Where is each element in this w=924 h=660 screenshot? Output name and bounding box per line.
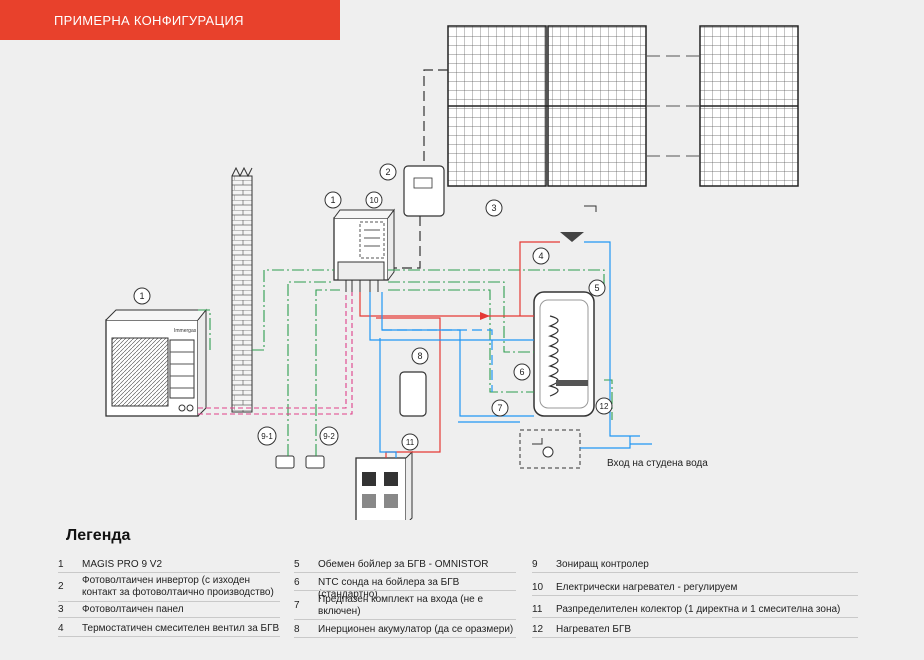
callout-7-label: 7 <box>497 403 502 413</box>
legend-item-text: Нагревател БГВ <box>556 624 632 635</box>
callout-11: 11 <box>401 433 419 451</box>
safety-kit <box>519 429 581 469</box>
zone-controller-1 <box>275 455 295 469</box>
page-header: ПРИМЕРНА КОНФИГУРАЦИЯ <box>0 0 340 40</box>
callout-11-label: 11 <box>406 438 415 447</box>
legend-item-number: 6 <box>294 577 300 588</box>
legend-item-number: 9 <box>532 559 538 570</box>
legend-item: 11 Разпределителен колектор (1 директна и… <box>532 604 858 618</box>
system-diagram: Immergas <box>105 25 799 520</box>
legend-item-number: 2 <box>58 581 64 592</box>
outdoor-unit: Immergas <box>105 308 208 417</box>
callout-1a-label: 1 <box>139 291 144 301</box>
callout-1b: 1 <box>324 191 342 209</box>
callout-10-label: 10 <box>370 196 379 205</box>
legend-item-text: Термостатичен смесителен вентил за БГВ <box>82 623 280 634</box>
legend-item-text: Електрически нагревател - регулируем <box>556 582 738 593</box>
callout-9-2: 9-2 <box>319 426 339 446</box>
legend-item-text: Зониращ контролер <box>556 559 649 570</box>
legend-item-number: 4 <box>58 623 64 634</box>
callout-4: 4 <box>532 247 550 265</box>
legend-item: 1 MAGIS PRO 9 V2 <box>58 559 280 573</box>
dhw-boiler <box>533 291 595 417</box>
legend-item: 10 Електрически нагревател - регулируем <box>532 582 858 596</box>
legend-item-text: Инерционен акумулатор (да се оразмери) <box>318 624 514 635</box>
legend-item-number: 10 <box>532 582 544 593</box>
callout-1a: 1 <box>133 287 151 305</box>
callout-10: 10 <box>365 191 383 209</box>
legend-item-number: 8 <box>294 624 300 635</box>
callout-9-1: 9-1 <box>257 426 277 446</box>
unit-brand: Immergas <box>174 328 197 334</box>
callout-2-label: 2 <box>385 167 390 177</box>
callout-7: 7 <box>491 399 509 417</box>
legend-title: Легенда <box>66 527 131 544</box>
callout-8: 8 <box>411 347 429 365</box>
legend-item-text: NTC сонда на бойлера за БГВ (стандартно) <box>318 577 460 600</box>
pv-panel-array <box>447 25 799 187</box>
legend-item-text: Обемен бойлер за БГВ - OMNISTOR <box>318 559 489 570</box>
legend-item-number: 1 <box>58 559 64 570</box>
cold-water-inlet-label: Вход на студена вода <box>607 458 708 469</box>
callout-3-label: 3 <box>491 203 496 213</box>
callout-12-label: 12 <box>600 402 609 411</box>
callout-3: 3 <box>485 199 503 217</box>
legend-item-number: 11 <box>532 604 543 615</box>
legend-item: 4 Термостатичен смесителен вентил за БГВ <box>58 623 280 637</box>
callout-6: 6 <box>513 363 531 381</box>
legend-item: 12 Нагревател БГВ <box>532 624 858 638</box>
legend-item-number: 7 <box>294 600 300 611</box>
legend-item-text: Фотоволтаичен инвертор (с изходен контак… <box>82 575 274 598</box>
legend-item-text: Предпазен комплект на входа (не е включе… <box>318 594 484 617</box>
legend-item-number: 3 <box>58 604 64 615</box>
callout-9-2-label: 9-2 <box>323 432 335 441</box>
legend-item: 3 Фотоволтаичен панел <box>58 604 280 618</box>
callout-8-label: 8 <box>417 351 422 361</box>
legend-item-text: MAGIS PRO 9 V2 <box>82 559 163 570</box>
indoor-unit <box>333 208 395 292</box>
legend-item: 6 NTC сонда на бойлера за БГВ (стандартно… <box>294 577 516 600</box>
callout-5-label: 5 <box>594 283 599 293</box>
callout-12: 12 <box>595 397 613 415</box>
legend-item: 9 Зониращ контролер <box>532 559 858 573</box>
legend-item-text: Разпределителен колектор (1 директна и 1… <box>556 604 841 615</box>
legend-item: 7 Предпазен комплект на входа (не е включ… <box>294 594 516 620</box>
legend-item: 2 Фотоволтаичен инвертор (с изходен конта… <box>58 575 280 602</box>
callout-6-label: 6 <box>519 367 524 377</box>
legend-item-text: Фотоволтаичен панел <box>82 604 184 615</box>
callout-9-1-label: 9-1 <box>261 432 273 441</box>
page-title: ПРИМЕРНА КОНФИГУРАЦИЯ <box>54 13 244 28</box>
pv-inverter <box>403 165 445 217</box>
legend-item: 8 Инерционен акумулатор (да се оразмери) <box>294 624 516 638</box>
distribution-manifold <box>355 450 413 520</box>
zone-controller-2 <box>305 455 325 469</box>
callout-4-label: 4 <box>538 251 543 261</box>
legend-item-number: 5 <box>294 559 300 570</box>
buffer-tank <box>399 371 427 417</box>
callout-1b-label: 1 <box>330 195 335 205</box>
legend-item: 5 Обемен бойлер за БГВ - OMNISTOR <box>294 559 516 573</box>
legend-item-number: 12 <box>532 624 544 635</box>
wall <box>231 175 253 413</box>
callout-2: 2 <box>379 163 397 181</box>
callout-5: 5 <box>588 279 606 297</box>
